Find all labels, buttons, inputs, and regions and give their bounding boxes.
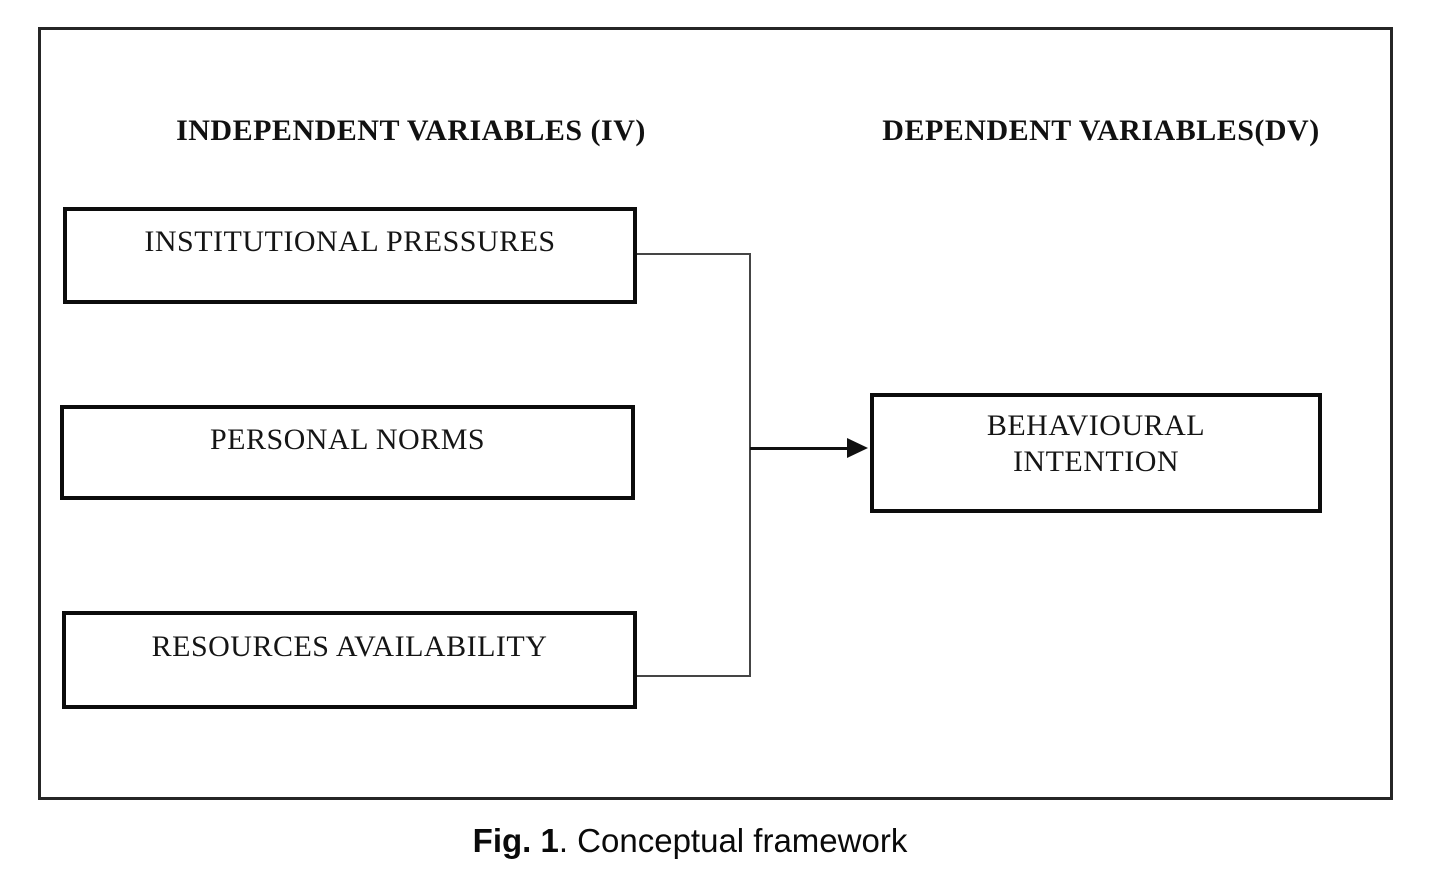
arrowhead-icon [847,438,868,458]
independent-variables-heading: INDEPENDENT VARIABLES (IV) [176,114,646,147]
dependent-variables-heading: DEPENDENT VARIABLES(DV) [882,114,1320,147]
arrow-shaft [750,447,849,450]
node-label: BEHAVIOURAL INTENTION [986,409,1206,478]
figure-caption-text: . Conceptual framework [558,822,908,859]
node-label: INSTITUTIONAL PRESSURES [144,225,556,258]
connector-bottom-horizontal [637,675,750,677]
figure-caption-number: Fig. 1 [472,822,559,859]
node-behavioural-intention: BEHAVIOURAL INTENTION [870,393,1322,513]
node-personal-norms: PERSONAL NORMS [60,405,635,500]
node-label: PERSONAL NORMS [209,423,486,456]
node-resources-availability: RESOURCES AVAILABILITY [62,611,637,709]
figure-caption: Fig. 1. Conceptual framework [0,822,1380,860]
node-label: RESOURCES AVAILABILITY [151,630,548,663]
connector-vertical [749,253,751,677]
node-institutional-pressures: INSTITUTIONAL PRESSURES [63,207,637,304]
connector-top-horizontal [637,253,750,255]
